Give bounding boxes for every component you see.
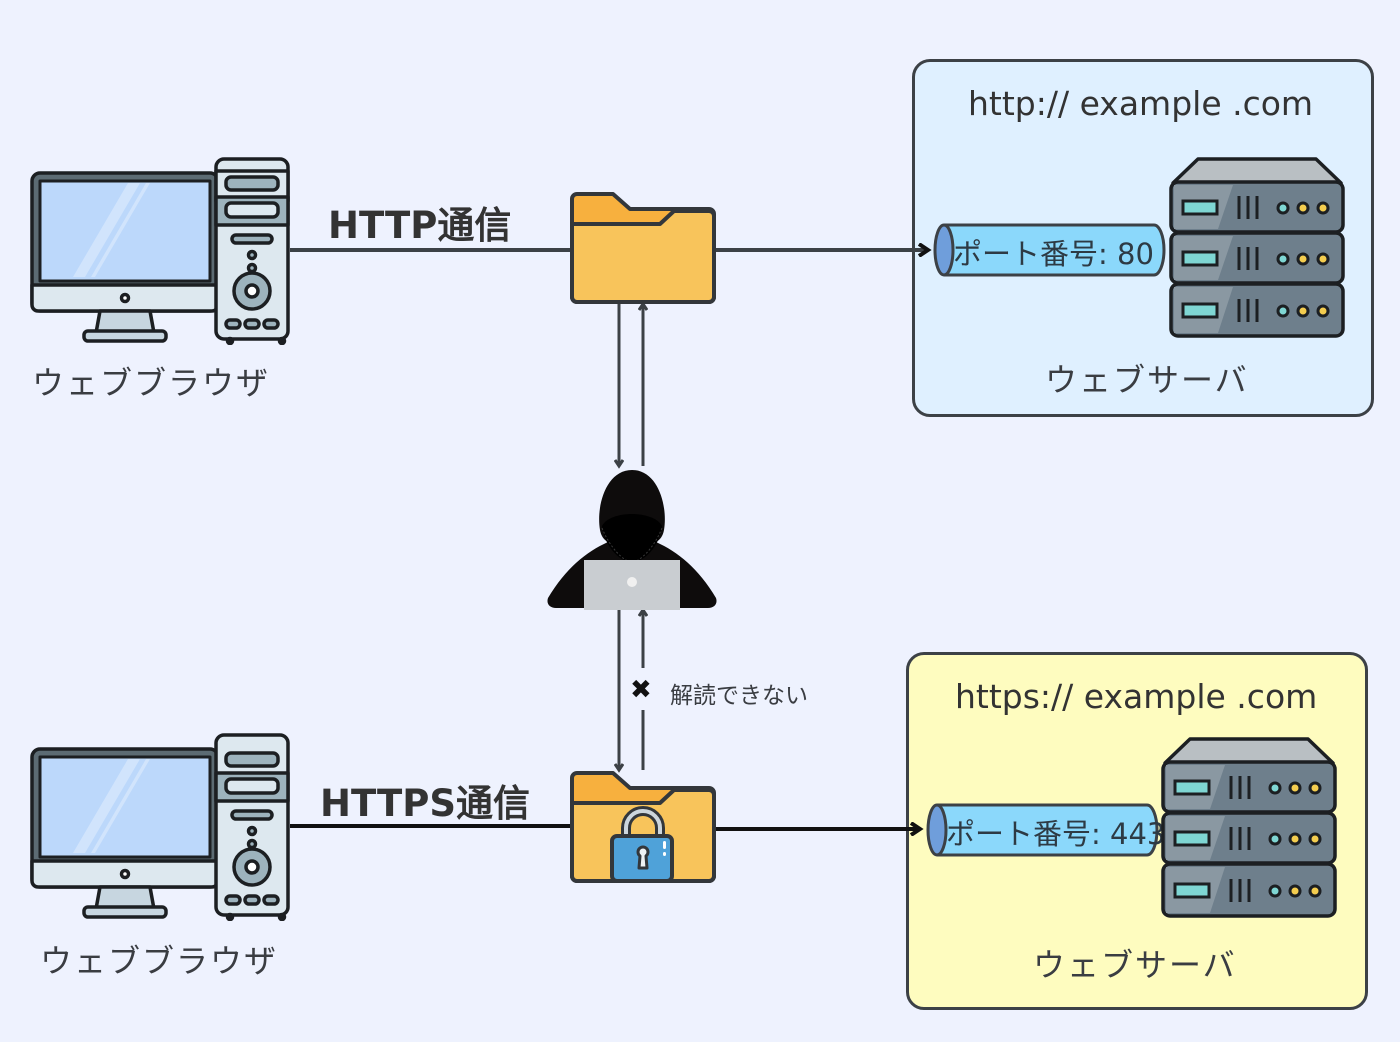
http-client-label: ウェブブラウザ [32, 364, 271, 402]
https-connection-label: HTTPS通信 [320, 782, 531, 825]
locked-folder-icon [570, 771, 716, 883]
folder-icon [570, 192, 716, 304]
http-server-label: ウェブサーバ [1045, 361, 1249, 399]
cannot-decrypt-x-icon: ✖ [630, 675, 652, 705]
cannot-decrypt-label: 解読できない [670, 683, 808, 709]
http-server-url: http:// example .com [968, 84, 1314, 123]
server-rack-icon [1161, 737, 1337, 918]
https-server-label: ウェブサーバ [1033, 946, 1237, 984]
server-rack-icon [1169, 157, 1345, 338]
computer-icon [30, 733, 290, 921]
https-client-label: ウェブブラウザ [40, 942, 279, 980]
https-port-label: ポート番号: 443 [946, 817, 1166, 851]
http-connection-label: HTTP通信 [328, 204, 512, 247]
computer-icon [30, 157, 290, 345]
hacker-icon [547, 470, 717, 610]
https-server-url: https:// example .com [955, 677, 1318, 716]
https-port-cylinder [926, 803, 1159, 857]
http-port-label: ポート番号: 80 [953, 237, 1154, 271]
http-port-cylinder [933, 223, 1166, 277]
